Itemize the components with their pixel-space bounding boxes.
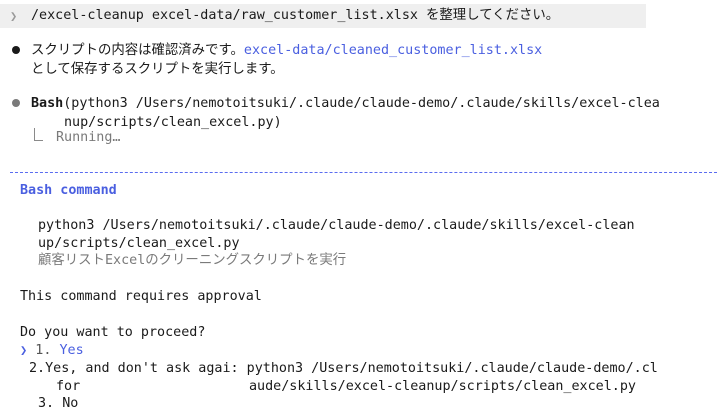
- tool-call-line-1: Bash(python3 /Users/nemotoitsuki/.claude…: [31, 93, 660, 114]
- option-no[interactable]: 3. No: [38, 393, 78, 414]
- tool-args: (python3 /Users/nemotoitsuki/.claude/cla…: [63, 96, 660, 111]
- command-description: 顧客リストExcelのクリーニングスクリプトを実行: [38, 253, 347, 268]
- option-yes[interactable]: ❯ 1. Yes: [20, 340, 84, 361]
- user-prompt-bar: [0, 4, 646, 28]
- option-number: 2.: [29, 361, 46, 376]
- option-yes-dont-ask-again[interactable]: 2.Yes, and don't ask agai: python3 /User…: [29, 358, 658, 379]
- output-file-link[interactable]: excel-data/cleaned_customer_list.xlsx: [243, 43, 543, 58]
- option-label: No: [62, 396, 79, 411]
- option-2-continuation-prefix: for: [56, 379, 81, 394]
- command-line-2: up/scripts/clean_excel.py: [38, 236, 240, 251]
- option-number: 3.: [38, 396, 55, 411]
- tool-status: Running…: [56, 130, 121, 145]
- user-prompt-text: /excel-cleanup excel-data/raw_customer_l…: [31, 8, 560, 23]
- message-bullet-icon: [12, 46, 20, 54]
- chevron-right-icon: ❯: [10, 9, 18, 23]
- command-line-1: python3 /Users/nemotoitsuki/.claude/clau…: [38, 218, 635, 233]
- tool-call-line-2: nup/scripts/clean_excel.py): [64, 115, 282, 130]
- selector-chevron-icon: ❯: [20, 343, 28, 357]
- dialog-title: Bash command: [20, 183, 117, 198]
- option-2-continuation: aude/skills/excel-cleanup/scripts/clean_…: [249, 379, 636, 394]
- tool-call-bullet-icon: [12, 99, 20, 107]
- option-label: Yes: [59, 343, 84, 358]
- assistant-message-line-2: として保存するスクリプトを実行します。: [31, 62, 284, 77]
- proceed-question: Do you want to proceed?: [20, 325, 206, 340]
- assistant-message-line-1: スクリプトの内容は確認済みです。excel-data/cleaned_custo…: [31, 40, 542, 61]
- dialog-divider: [10, 172, 717, 173]
- option-number: 1.: [35, 343, 52, 358]
- tree-elbow-icon: [34, 128, 43, 141]
- tool-name: Bash: [31, 96, 64, 111]
- approval-notice: This command requires approval: [20, 289, 262, 304]
- option-label: Yes, and don't ask agai: python3 /Users/…: [45, 361, 658, 376]
- assistant-message-text: スクリプトの内容は確認済みです。: [31, 43, 244, 58]
